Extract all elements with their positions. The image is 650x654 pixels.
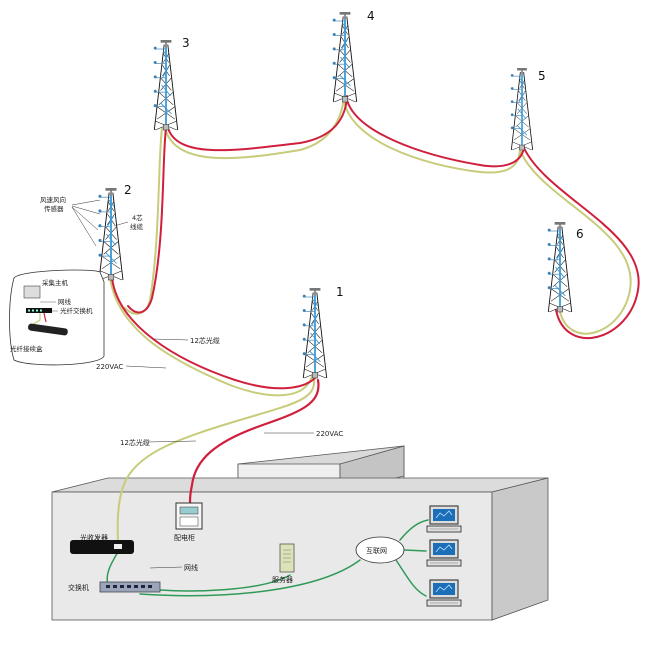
tower2-annotations: 风速风向 传感器 4芯 线缆 [40,195,144,247]
network-switch[interactable]: 交换机 [68,581,161,593]
control-room [51,445,549,621]
fiber-tower5-tower6 [519,149,632,335]
internet-icon [355,536,405,564]
network-switch-server [159,574,291,592]
tower-5-label: 5 [538,69,546,83]
power-220vac-callout-lower: 220VAC [316,430,343,438]
client-pc-1[interactable] [426,505,462,533]
fiber-tower2-tower1 [109,277,313,397]
power-tower5-tower6 [523,147,640,340]
fiber-12core-callout-upper: 12芯光缆 [190,336,220,345]
wind-sensor-label-2: 传感器 [44,204,64,213]
switch-label: 交换机 [68,583,89,592]
tower-6[interactable]: 6 [547,221,584,313]
field-equipment-box: 采集主机 网线 光纤交换机 光纤接续盒 [9,269,105,366]
server[interactable]: 服务器 [272,543,295,584]
tower-4[interactable]: 4 [332,9,375,103]
fiber-switch-icon [26,308,52,313]
cable-callouts: 12芯光缆 220VAC 12芯光缆 220VAC [96,336,343,447]
power-tower3-tower4 [167,95,348,152]
optical-receiver[interactable]: 光收发器 [70,533,134,554]
four-core-cable-label-1: 4芯 [132,213,143,222]
power-tower4-tower5 [346,99,525,168]
network-internet-pc2 [403,549,427,552]
tower-6-label: 6 [576,227,584,241]
optical-receiver-label: 光收发器 [80,533,108,542]
room-side [491,477,549,621]
tower-2-label: 2 [124,183,132,197]
tower-1[interactable]: 1 [302,285,344,379]
distribution-cabinet[interactable]: 配电柜 [174,502,203,542]
four-core-cable-label-2: 线缆 [130,222,144,231]
collector-icon [23,285,41,299]
network-internet-pc3 [395,559,427,597]
tower-1-label: 1 [336,285,344,299]
tower-3[interactable]: 3 [153,36,190,131]
power-tower2-tower3 [127,127,167,314]
fiber-tower3-tower4 [164,95,345,160]
network-switch-internet [139,559,361,597]
power-220vac-callout-upper: 220VAC [96,363,123,371]
tower-3-label: 3 [182,36,190,50]
room-network-label: 网线 [184,563,198,572]
internet-cloud[interactable]: 互联网 [355,536,405,564]
collector-label: 采集主机 [42,278,69,287]
fiber-splice-box-label: 光纤接续盒 [10,344,43,353]
tower-5[interactable]: 5 [510,67,546,151]
field-network-label: 网线 [58,297,72,306]
fiber-switch-label: 光纤交换机 [60,306,93,315]
tower-4-label: 4 [367,9,375,23]
fiber-tower4-tower5 [343,99,521,174]
power-tower2-tower1 [111,277,318,390]
client-pc-3[interactable] [426,579,462,607]
room-front [51,491,493,621]
internet-label: 互联网 [366,546,387,555]
fiber-12core-callout-lower: 12芯光缆 [120,438,150,447]
server-label: 服务器 [272,575,293,584]
power-220vac-to-cabinet [188,378,320,507]
fiber-12core-to-room [116,379,316,541]
fiber-splice-box-icon [28,323,68,336]
optical-receiver-icon [70,540,134,554]
fiber-tower2-tower3 [124,127,163,315]
room-network-callout: 网线 [149,563,198,572]
tower-2[interactable]: 2 [97,183,132,281]
client-pc-2[interactable] [426,539,462,567]
distribution-cabinet-label: 配电柜 [174,533,195,542]
wind-sensor-label-1: 风速风向 [40,195,66,204]
network-internet-pc1 [399,519,429,541]
